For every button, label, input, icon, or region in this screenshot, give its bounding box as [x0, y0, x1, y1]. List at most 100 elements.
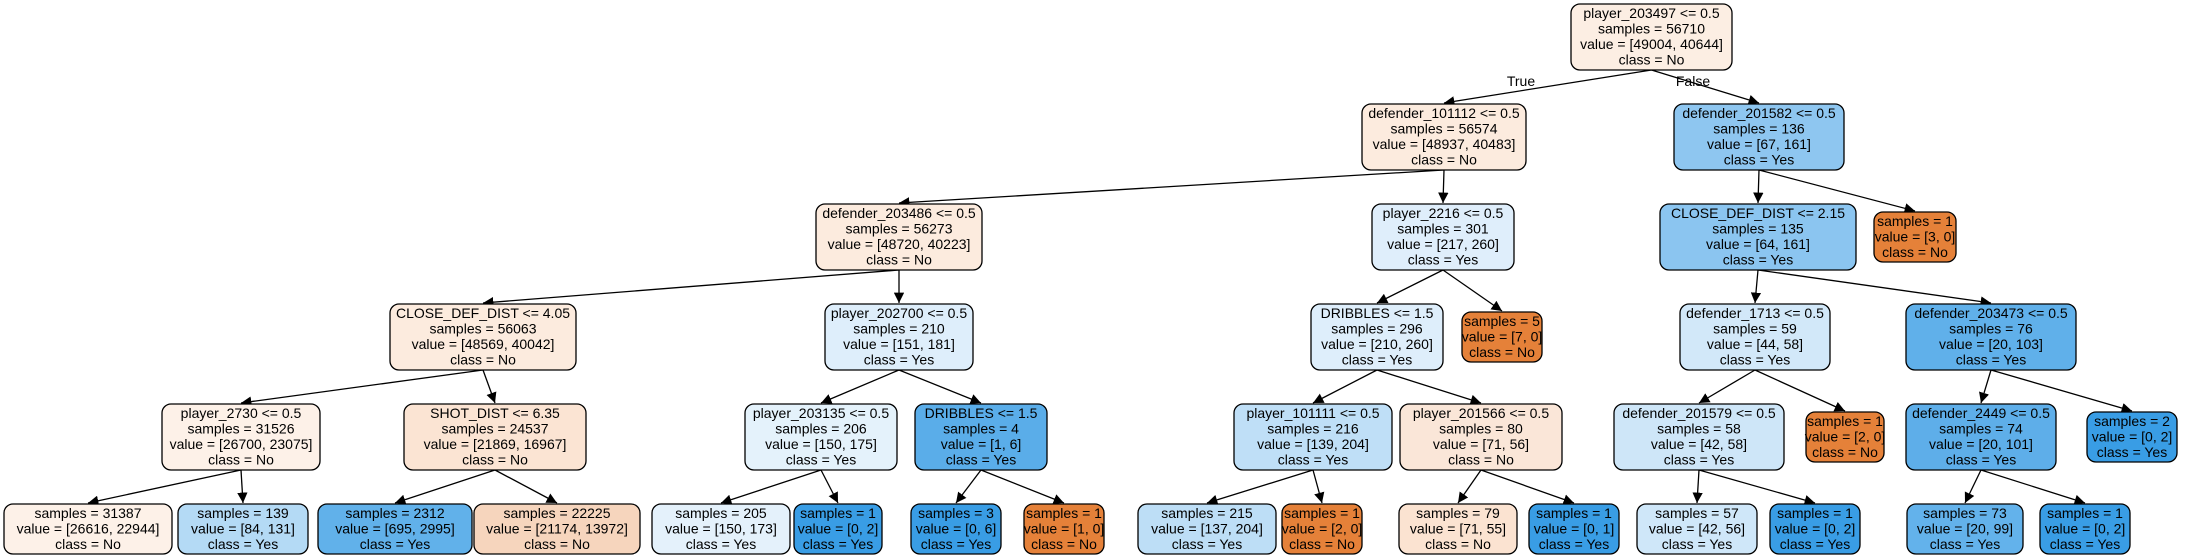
- tree-node-line: value = [0, 6]: [916, 520, 997, 536]
- tree-node-line: class = No: [55, 536, 121, 552]
- tree-node-line: value = [137, 204]: [1151, 520, 1263, 536]
- tree-edge: [820, 469, 839, 504]
- tree-node-line: value = [0, 2]: [2045, 520, 2126, 536]
- tree-node-line: value = [150, 173]: [665, 520, 777, 536]
- tree-node-line: class = No: [1812, 444, 1878, 460]
- tree-node-line: class = Yes: [1724, 152, 1794, 168]
- tree-node-line: class = No: [462, 452, 528, 468]
- tree-node-line: samples = 31526: [187, 421, 294, 437]
- tree-node-line: class = No: [1448, 452, 1514, 468]
- tree-node-box: [1636, 503, 1758, 555]
- tree-node-line: class = Yes: [1780, 536, 1850, 552]
- tree-edge: [1979, 369, 1992, 404]
- tree-node-line: samples = 210: [853, 321, 945, 337]
- tree-edge: [1457, 469, 1482, 504]
- tree-node-line: class = No: [1031, 536, 1097, 552]
- tree-node-line: SHOT_DIST <= 6.35: [430, 405, 560, 421]
- tree-edge: [1443, 69, 1652, 107]
- tree-node-line: samples = 3: [918, 505, 994, 521]
- tree-node-line: value = [20, 103]: [1939, 336, 2043, 352]
- tree-node-line: value = [48720, 40223]: [828, 236, 971, 252]
- tree-node-line: samples = 56710: [1598, 21, 1705, 37]
- tree-node-line: value = [71, 55]: [1410, 520, 1506, 536]
- tree-node-line: samples = 1: [1026, 505, 1102, 521]
- tree-edge: [898, 369, 982, 404]
- tree-edge: [237, 469, 248, 504]
- tree-node-line: class = No: [208, 452, 274, 468]
- tree-node-line: class = Yes: [208, 536, 278, 552]
- tree-node-box: [793, 503, 883, 555]
- tree-node-line: CLOSE_DEF_DIST <= 4.05: [396, 305, 570, 321]
- tree-edge: [1312, 469, 1325, 504]
- tree-node-line: samples = 56574: [1390, 121, 1497, 137]
- tree-node-line: class = Yes: [360, 536, 430, 552]
- tree-node-line: value = [26700, 23075]: [170, 436, 313, 452]
- tree-node-line: value = [48569, 40042]: [412, 336, 555, 352]
- tree-node-box: [1310, 303, 1444, 371]
- tree-node-line: samples = 1: [1777, 505, 1853, 521]
- tree-node-line: player_203135 <= 0.5: [753, 405, 889, 421]
- tree-node-box: [161, 403, 321, 471]
- tree-node-line: player_2730 <= 0.5: [181, 405, 302, 421]
- tree-node-box: [1398, 503, 1518, 555]
- tree-node-line: samples = 301: [1397, 221, 1489, 237]
- tree-node-line: value = [2, 0]: [1282, 520, 1363, 536]
- tree-node-box: [3, 503, 173, 555]
- tree-node-line: class = No: [1882, 244, 1948, 260]
- tree-node-box: [910, 503, 1002, 555]
- tree-node-line: defender_203486 <= 0.5: [822, 205, 976, 221]
- tree-node-line: value = [0, 2]: [1775, 520, 1856, 536]
- tree-node-line: class = Yes: [1946, 452, 2016, 468]
- tree-node-line: samples = 58: [1657, 421, 1741, 437]
- tree-node-line: defender_2449 <= 0.5: [1912, 405, 2050, 421]
- tree-node-line: samples = 4: [943, 421, 1019, 437]
- tree-edge: [482, 369, 497, 404]
- tree-node-line: value = [20, 99]: [1917, 520, 2013, 536]
- tree-edge: [1758, 169, 1916, 214]
- tree-node-box: [1361, 103, 1527, 171]
- tree-node-line: samples = 205: [675, 505, 767, 521]
- tree-node-line: class = Yes: [2050, 536, 2120, 552]
- tree-node-line: class = Yes: [921, 536, 991, 552]
- tree-node-line: samples = 57: [1655, 505, 1739, 521]
- tree-node-line: class = Yes: [1539, 536, 1609, 552]
- tree-node-line: defender_101112 <= 0.5: [1368, 105, 1520, 121]
- tree-node-line: CLOSE_DEF_DIST <= 2.15: [1671, 205, 1845, 221]
- tree-node-line: class = No: [1619, 52, 1685, 68]
- tree-node-line: samples = 139: [197, 505, 289, 521]
- tree-node-line: samples = 296: [1331, 321, 1423, 337]
- tree-node-line: defender_1713 <= 0.5: [1686, 305, 1824, 321]
- tree-edge: [1442, 269, 1503, 312]
- tree-node-line: class = Yes: [864, 352, 934, 368]
- tree-node-line: value = [217, 260]: [1387, 236, 1499, 252]
- tree-node-line: samples = 1: [1807, 413, 1883, 429]
- tree-node-line: samples = 216: [1267, 421, 1359, 437]
- tree-node-line: class = Yes: [686, 536, 756, 552]
- tree-node-line: value = [1, 0]: [1024, 520, 1105, 536]
- tree-node-line: class = Yes: [1720, 352, 1790, 368]
- tree-node-box: [815, 203, 983, 271]
- tree-node-line: defender_201579 <= 0.5: [1622, 405, 1776, 421]
- tree-node-line: DRIBBLES <= 1.5: [1321, 305, 1434, 321]
- tree-edge: [1750, 269, 1762, 304]
- tree-node-line: samples = 2: [2094, 413, 2170, 429]
- tree-node-line: class = No: [1289, 536, 1355, 552]
